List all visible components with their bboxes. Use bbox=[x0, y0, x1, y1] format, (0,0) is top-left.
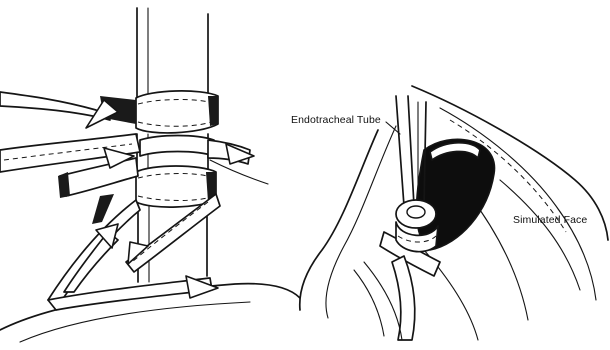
upper-tape-band bbox=[136, 91, 218, 133]
label-simulated-face: Simulated Face bbox=[513, 214, 587, 226]
left-panel-tape-wrap bbox=[0, 8, 300, 342]
tape-strip-mid-left bbox=[58, 158, 138, 198]
middle-tape-wrap bbox=[140, 136, 214, 157]
lower-tape-band bbox=[136, 166, 216, 207]
tube-lumen bbox=[407, 206, 425, 218]
face-tape-edge bbox=[354, 270, 384, 336]
face-contour-left bbox=[300, 130, 378, 310]
face-tape-strip-down bbox=[392, 256, 415, 340]
face-contour-left-inner bbox=[326, 126, 396, 318]
label-endotracheal-tube: Endotracheal Tube bbox=[291, 114, 381, 126]
